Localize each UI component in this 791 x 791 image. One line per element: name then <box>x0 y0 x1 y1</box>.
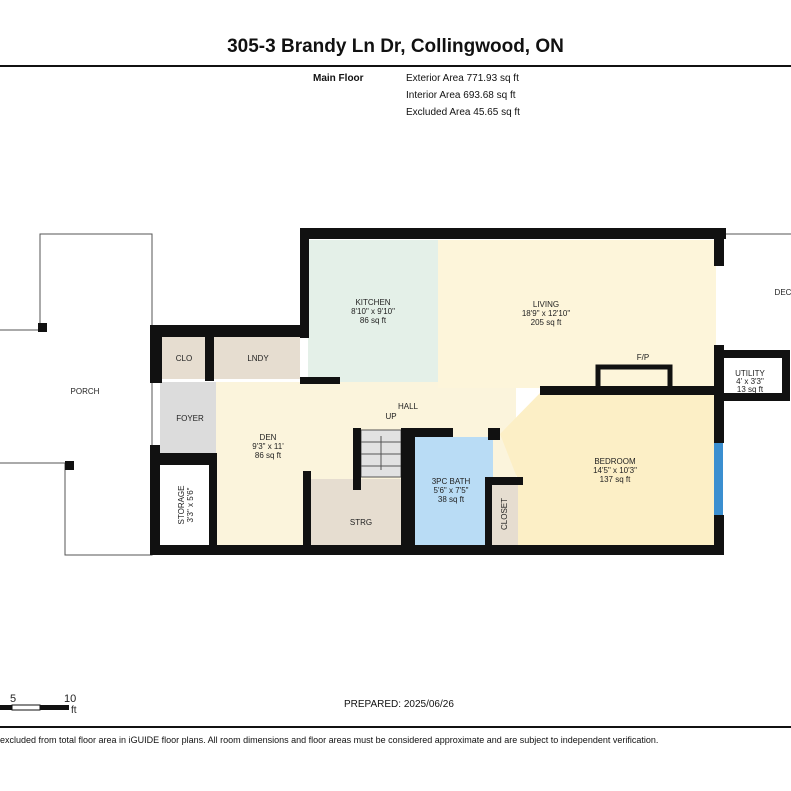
divider <box>0 726 791 728</box>
living-floor <box>438 240 716 388</box>
room-label-strg: STRG <box>350 518 372 527</box>
scale-unit: ft <box>71 705 77 716</box>
room-dims-utility: 4' x 3'3" <box>736 377 764 386</box>
room-area-bedroom: 137 sq ft <box>600 475 631 484</box>
stairs-label: UP <box>385 412 396 421</box>
room-label-closet: CLOSET <box>500 498 509 530</box>
exterior-area: Exterior Area 771.93 sq ft <box>406 73 519 84</box>
room-dims-bedroom: 14'5" x 10'3" <box>593 466 637 475</box>
scale-label-5: 5 <box>10 693 16 705</box>
room-area-kitchen: 86 sq ft <box>360 316 387 325</box>
walls <box>150 228 790 555</box>
lndy-floor <box>214 337 300 379</box>
room-dims-living: 18'9" x 12'10" <box>522 309 570 318</box>
room-label-living: LIVING <box>533 300 559 309</box>
disclaimer: excluded from total floor area in iGUIDE… <box>0 735 659 745</box>
bedroom-floor <box>500 393 716 545</box>
foyer-floor <box>160 382 216 453</box>
porch-post <box>65 461 74 470</box>
excluded-area: Excluded Area 45.65 sq ft <box>406 107 520 118</box>
room-area-living: 205 sq ft <box>531 318 562 327</box>
room-label-clo: CLO <box>176 354 192 363</box>
floor-name: Main Floor <box>313 73 364 84</box>
room-label-utility: UTILITY <box>735 369 765 378</box>
room-dims-kitchen: 8'10" x 9'10" <box>351 307 395 316</box>
room-label-den: DEN <box>260 433 277 442</box>
clo-floor <box>162 337 205 379</box>
page-title: 305-3 Brandy Ln Dr, Collingwood, ON <box>227 36 564 57</box>
porch-post <box>38 323 47 332</box>
room-area-utility: 13 sq ft <box>737 385 764 394</box>
room-label-porch: PORCH <box>71 387 100 396</box>
divider <box>0 65 791 67</box>
room-area-bath: 38 sq ft <box>438 495 465 504</box>
room-label-bedroom: BEDROOM <box>594 457 636 466</box>
closet-floor <box>491 483 518 545</box>
bath-floor <box>415 437 493 545</box>
room-label-bath: 3PC BATH <box>432 477 471 486</box>
porch-outline <box>0 233 153 556</box>
scale-bar <box>0 704 69 711</box>
interior-area: Interior Area 693.68 sq ft <box>406 90 516 101</box>
room-label-lndy: LNDY <box>247 354 269 363</box>
bedroom-window <box>714 443 723 515</box>
room-label-storage: STORAGE <box>177 486 186 525</box>
prepared-date: PREPARED: 2025/06/26 <box>344 699 454 710</box>
room-area-den: 86 sq ft <box>255 451 282 460</box>
room-label-foyer: FOYER <box>176 414 204 423</box>
room-label-deck: DEC <box>775 288 791 297</box>
room-dims-bath: 5'6" x 7'5" <box>434 486 469 495</box>
room-label-hall: HALL <box>398 402 419 411</box>
scale-label-10: 10 <box>64 693 76 705</box>
room-dims-den: 9'3" x 11' <box>252 442 284 451</box>
fireplace-label: F/P <box>637 353 649 362</box>
kitchen-floor <box>308 240 438 382</box>
room-dims-storage: 3'3" x 5'6" <box>186 487 195 522</box>
room-label-kitchen: KITCHEN <box>355 298 390 307</box>
